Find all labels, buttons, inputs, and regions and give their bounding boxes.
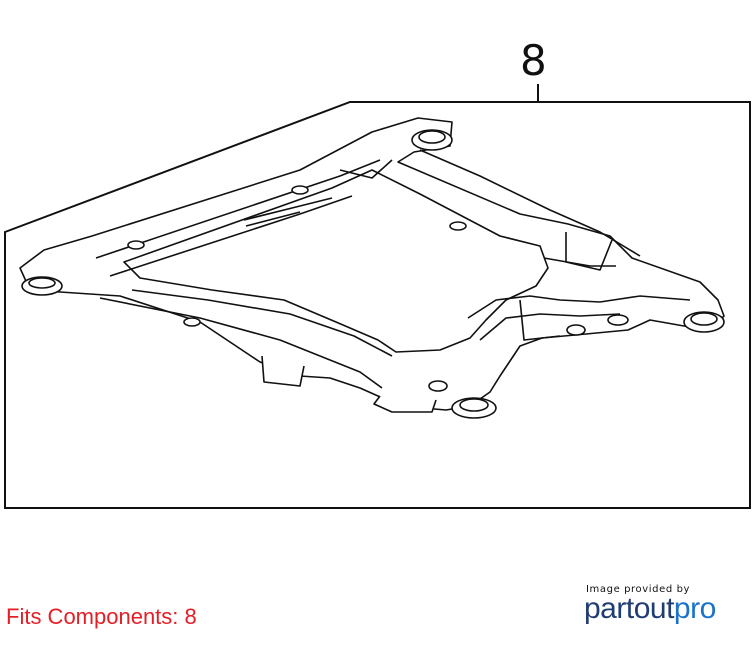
image-credit: Image provided by bbox=[586, 584, 691, 595]
partoutpro-logo: partoutpro bbox=[584, 592, 716, 626]
logo-part2: pro bbox=[673, 592, 716, 625]
callout-number[interactable]: 8 bbox=[520, 36, 547, 85]
subframe-crossmember bbox=[19, 117, 725, 419]
diagram-frame bbox=[4, 101, 751, 509]
fits-components-label: Fits Components: 8 bbox=[6, 604, 197, 629]
logo-part1: partout bbox=[584, 592, 674, 625]
